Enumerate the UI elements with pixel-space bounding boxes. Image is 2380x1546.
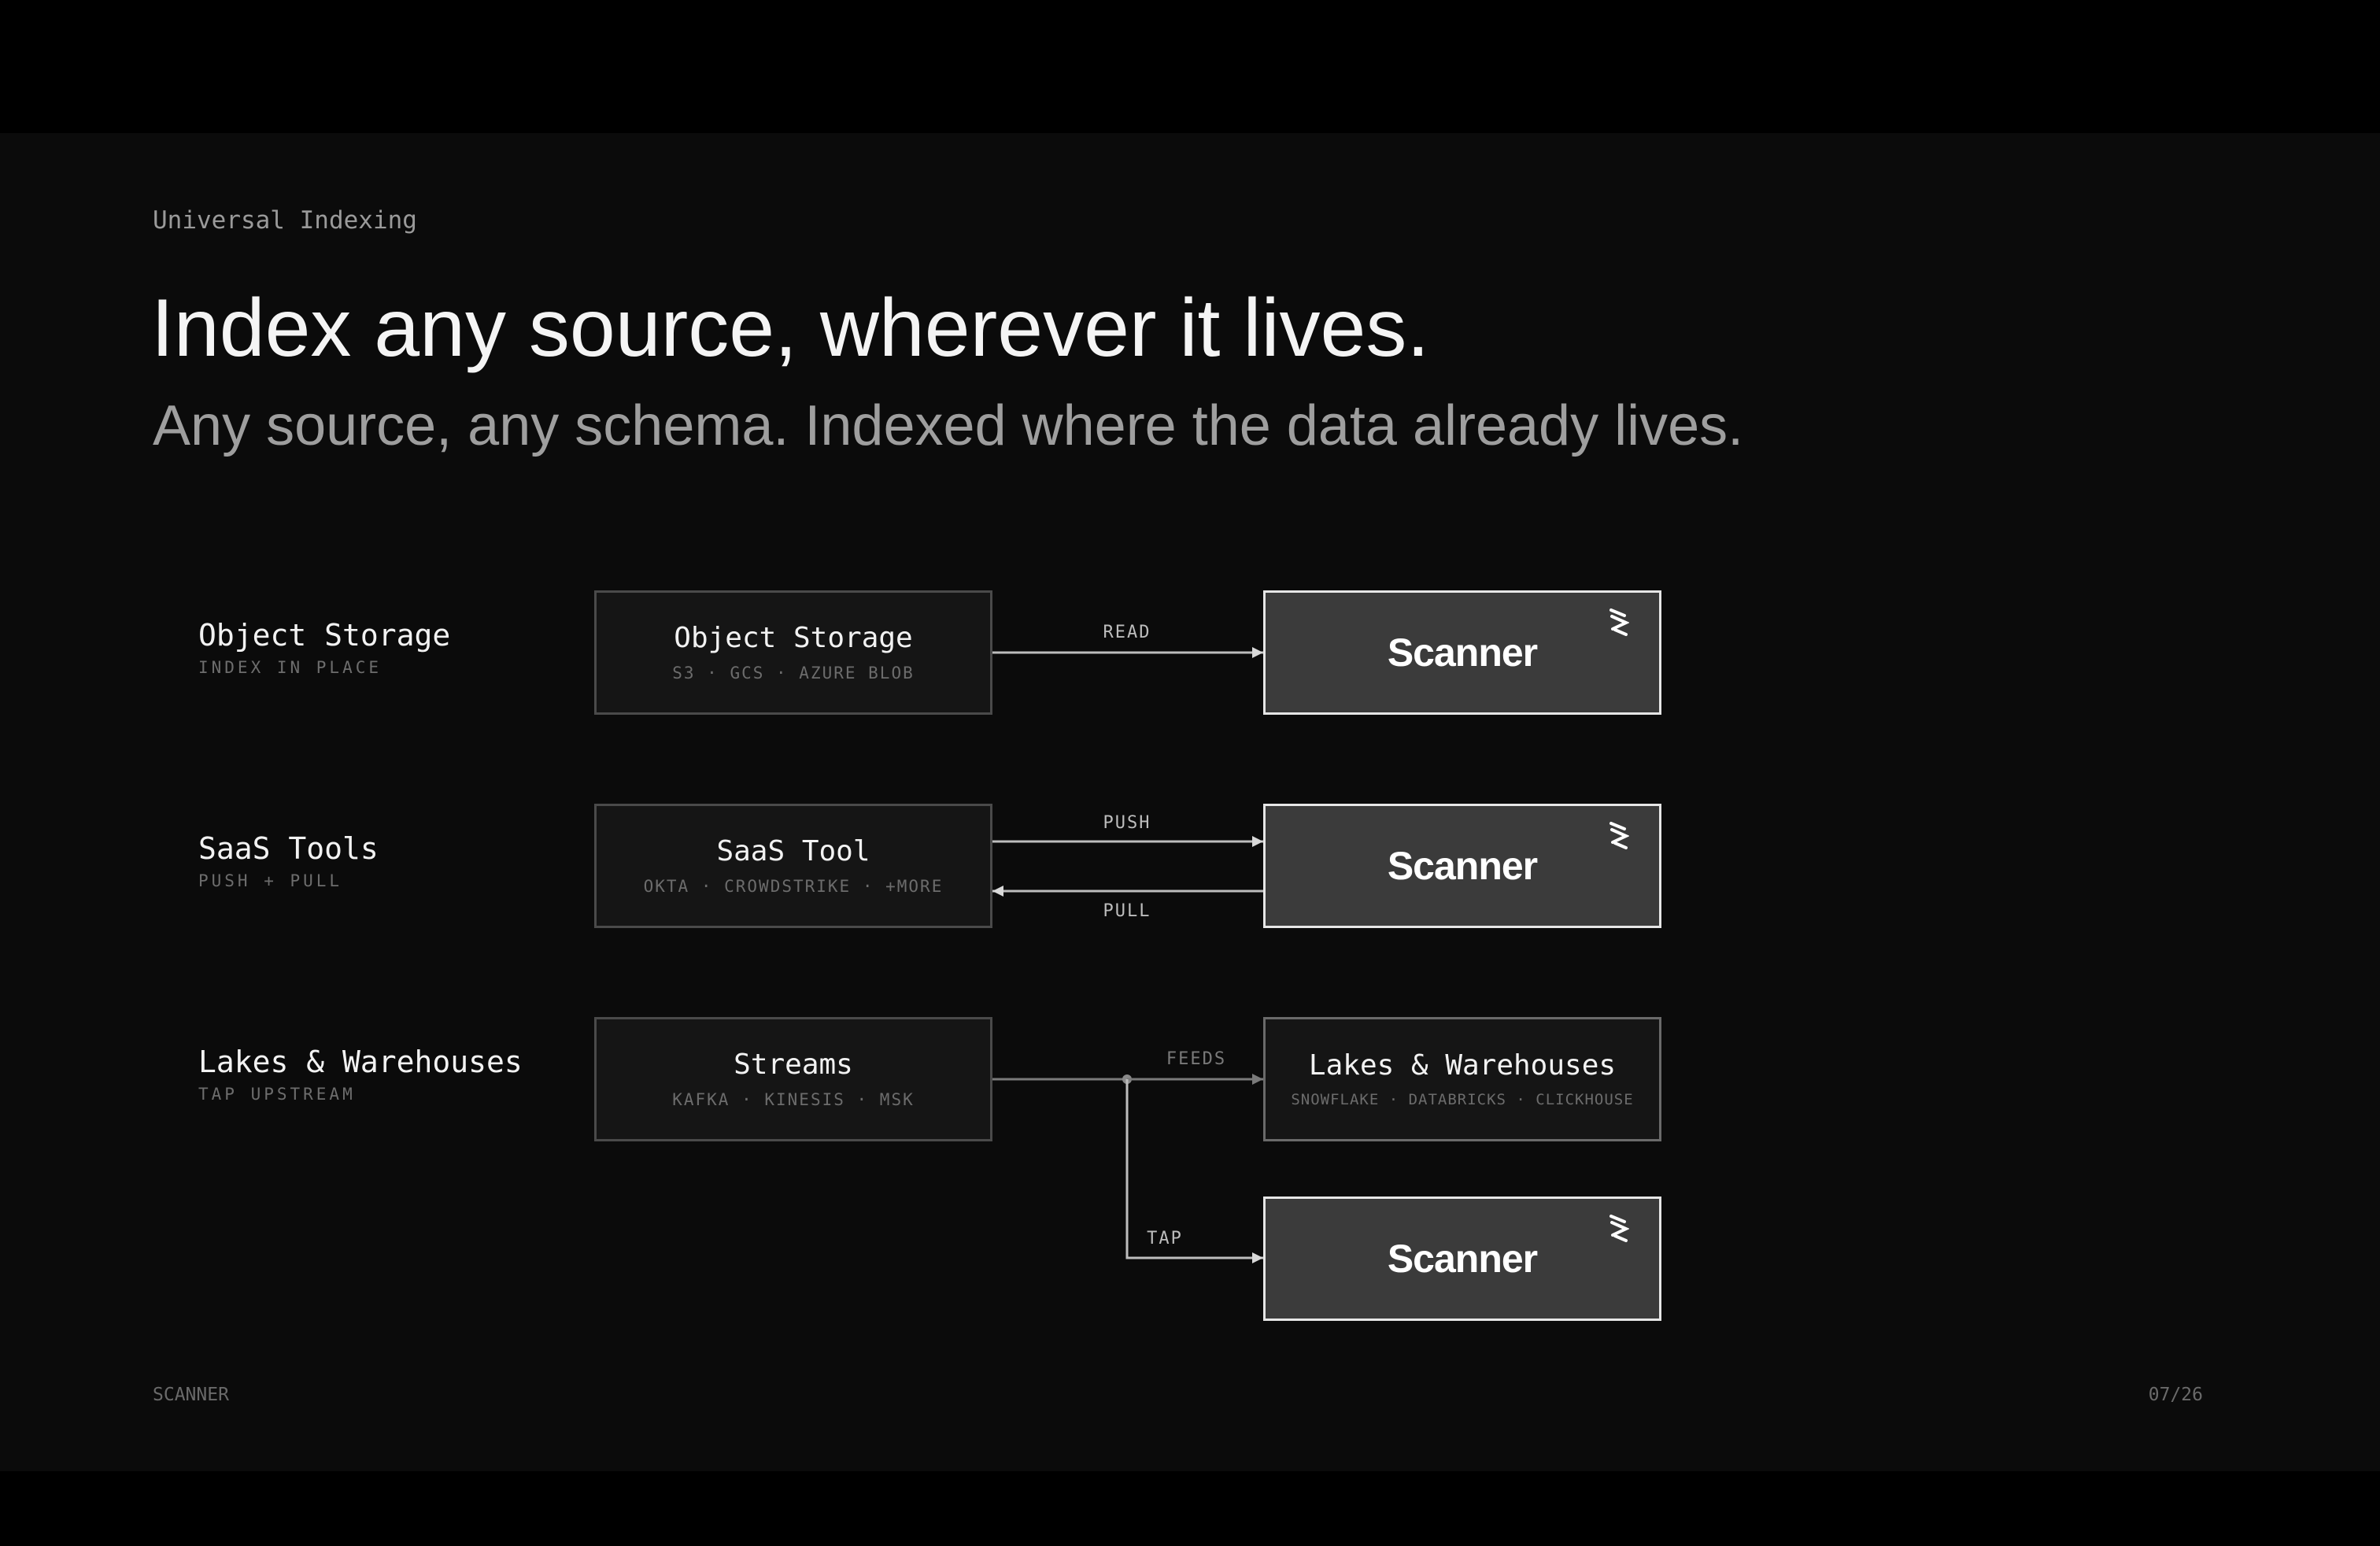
row-label: SaaS Tools [198, 831, 379, 866]
source-name: Streams [734, 1048, 853, 1081]
row-label: Object Storage [198, 618, 451, 653]
row-hint: PUSH + PULL [198, 871, 343, 890]
scanner-box: Scanner [1263, 804, 1661, 928]
saas-tool-source-box: SaaS Tool OKTA · CROWDSTRIKE · +MORE [594, 804, 992, 928]
push-edge-label: PUSH [1103, 813, 1151, 833]
row-saas-tools: SaaS Tools PUSH + PULL [198, 834, 379, 890]
tap-arrow [1125, 1079, 1263, 1263]
scanner-box: Scanner [1263, 1196, 1661, 1321]
source-name: Object Storage [674, 621, 913, 654]
source-items: OKTA · CROWDSTRIKE · +MORE [643, 876, 944, 896]
object-storage-source-box: Object Storage S3 · GCS · AZURE BLOB [594, 590, 992, 715]
row-hint: INDEX IN PLACE [198, 658, 382, 677]
connector-lines [992, 647, 1263, 1263]
row-hint: TAP UPSTREAM [198, 1085, 356, 1104]
tap-edge-label: TAP [1147, 1229, 1183, 1248]
feeds-edge-label: FEEDS [1166, 1049, 1227, 1069]
lakes-warehouses-destination-box: Lakes & Warehouses SNOWFLAKE · DATABRICK… [1263, 1017, 1661, 1141]
scanner-label: Scanner [1387, 631, 1538, 675]
read-edge-label: READ [1103, 623, 1151, 642]
source-items: S3 · GCS · AZURE BLOB [672, 663, 915, 682]
destination-name: Lakes & Warehouses [1308, 1049, 1617, 1082]
scanner-box: Scanner [1263, 590, 1661, 715]
source-name: SaaS Tool [716, 834, 870, 867]
streams-source-box: Streams KAFKA · KINESIS · MSK [594, 1017, 992, 1141]
page-subtitle: Any source, any schema. Indexed where th… [153, 394, 1744, 457]
row-object-storage: Object Storage INDEX IN PLACE [198, 620, 450, 676]
slide: Universal Indexing Index any source, whe… [0, 133, 2380, 1471]
eyebrow: Universal Indexing [153, 206, 417, 235]
row-lakes-warehouses: Lakes & Warehouses TAP UPSTREAM [198, 1047, 523, 1103]
scanner-logo-icon [1609, 1215, 1629, 1242]
scanner-label: Scanner [1387, 844, 1538, 888]
scanner-label: Scanner [1387, 1237, 1538, 1281]
pull-edge-label: PULL [1103, 901, 1151, 921]
source-items: KAFKA · KINESIS · MSK [672, 1089, 915, 1109]
page-number: 07/26 [2148, 1385, 2203, 1405]
scanner-logo-icon [1609, 608, 1629, 636]
page-title: Index any source, wherever it lives. [151, 283, 1430, 374]
row-label: Lakes & Warehouses [198, 1045, 523, 1079]
scanner-logo-icon [1609, 822, 1629, 849]
footer-brand: SCANNER [153, 1385, 229, 1405]
destination-items: SNOWFLAKE · DATABRICKS · CLICKHOUSE [1291, 1090, 1634, 1108]
